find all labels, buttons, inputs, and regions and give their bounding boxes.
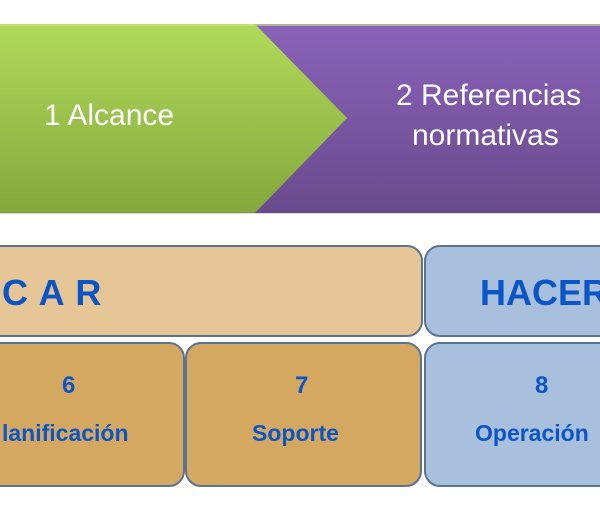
clause-7: 7 Soporte [185,342,422,487]
clause-7-number: 7 [295,372,309,399]
clause-8-label: Operación [475,420,589,446]
step-referencias-line2: normativas [412,119,559,152]
clause-6-label: lanificación [2,420,129,446]
clause-8: 8 Operación [424,342,600,487]
green-arrow [0,24,347,213]
step-alcance: 1 Alcance [44,99,175,132]
step-referencias-line1: 2 Referencias [396,79,582,112]
clause-7-label: Soporte [252,420,339,446]
process-arrows [0,24,600,214]
phase-hacer-label: HACER [480,272,600,313]
purple-chevron [220,24,600,213]
phase-planificar-label: C A R [2,272,103,313]
clause-8-number: 8 [535,372,549,399]
phase-planificar: C A R [0,245,423,337]
phase-hacer: HACER [424,245,600,337]
clause-6: 6 lanificación [0,342,185,487]
clause-6-number: 6 [62,372,76,399]
